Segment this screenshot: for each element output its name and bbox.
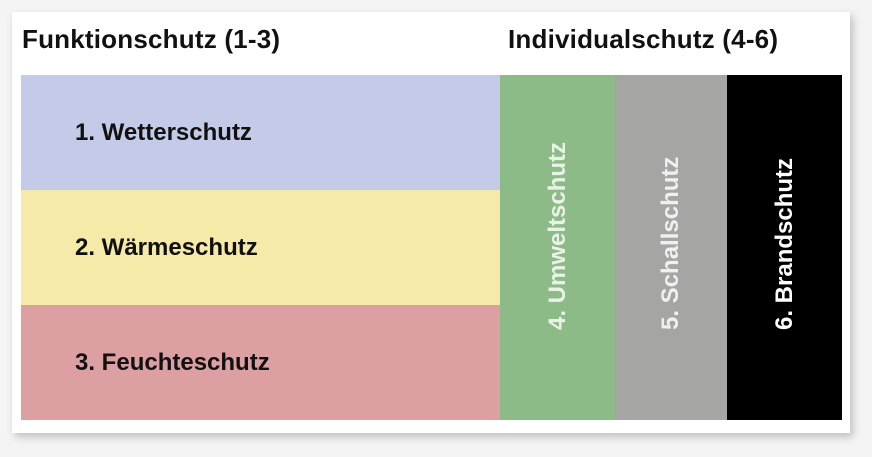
row-label: 1. Wetterschutz xyxy=(75,118,252,146)
row-feuchteschutz: 3. Feuchteschutz xyxy=(21,305,500,420)
column-brandschutz: 6. Brandschutz xyxy=(727,75,842,420)
row-wetterschutz: 1. Wetterschutz xyxy=(21,75,500,190)
heading-funktionschutz: Funktionschutz (1-3) xyxy=(22,24,281,54)
column-schallschutz: 5. Schallschutz xyxy=(615,75,727,420)
column-label: 4. Umweltschutz xyxy=(543,141,571,330)
row-label: 2. Wärmeschutz xyxy=(75,233,258,261)
column-label: 6. Brandschutz xyxy=(770,157,798,330)
protection-grid: 1. Wetterschutz 2. Wärmeschutz 3. Feucht… xyxy=(21,75,842,420)
column-label: 5. Schallschutz xyxy=(657,156,684,330)
heading-individualschutz: Individualschutz (4-6) xyxy=(508,24,779,54)
row-label: 3. Feuchteschutz xyxy=(75,348,270,376)
column-umweltschutz: 4. Umweltschutz xyxy=(500,75,615,420)
row-waermeschutz: 2. Wärmeschutz xyxy=(21,190,500,305)
